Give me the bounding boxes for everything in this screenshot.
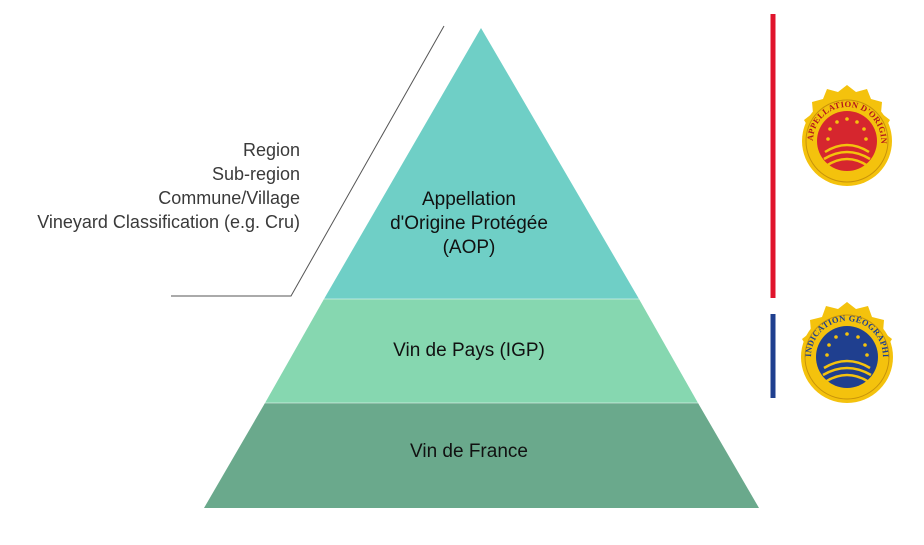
aop-detail-region: Region <box>242 140 300 160</box>
tier-vdf <box>204 403 759 508</box>
tier-igp-label: Vin de Pays (IGP) <box>393 340 545 361</box>
aop-details-list: Region Sub-region Commune/Village Vineya… <box>0 138 300 234</box>
tier-aop-line-2: d'Origine Protégée <box>390 213 548 234</box>
tier-aop <box>324 28 639 299</box>
aop-detail-subregion: Sub-region <box>211 164 300 184</box>
tier-aop-line-3: (AOP) <box>442 237 496 258</box>
tier-aop-label: Appellation d'Origine Protégée (AOP) <box>364 188 574 260</box>
aop-detail-vineyard: Vineyard Classification (e.g. Cru) <box>37 212 300 232</box>
tier-aop-line-1: Appellation <box>421 189 517 210</box>
tier-vdf-label: Vin de France <box>410 441 528 462</box>
aop-callout-line <box>171 25 445 297</box>
tier-igp <box>265 299 698 403</box>
aop-detail-commune: Commune/Village <box>158 188 300 208</box>
